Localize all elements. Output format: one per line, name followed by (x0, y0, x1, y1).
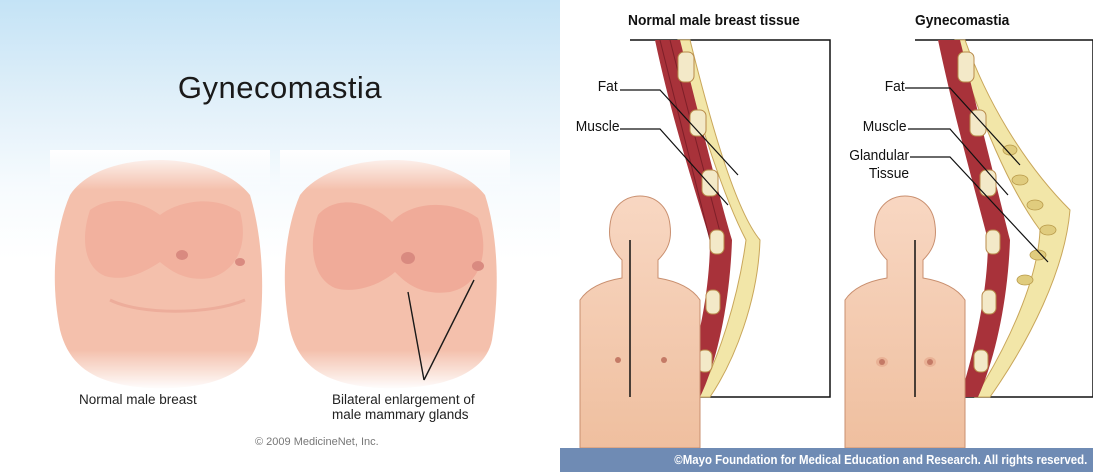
cross-section-illustrations (560, 0, 1093, 472)
normal-cross-section (580, 40, 830, 448)
normal-torso-figure (50, 150, 270, 390)
caption-normal-breast: Normal male breast (79, 392, 197, 407)
caption-bilateral-line2: male mammary glands (332, 407, 475, 422)
label-fat-gynecomastia: Fat (885, 78, 905, 96)
label-glandular-line1: Glandular (849, 147, 909, 165)
label-glandular-line2: Tissue (849, 165, 909, 183)
label-glandular-tissue: Glandular Tissue (849, 147, 909, 183)
label-fat-normal: Fat (598, 78, 618, 96)
gynecomastia-torso-figure (280, 150, 510, 390)
label-muscle-gynecomastia: Muscle (863, 118, 907, 136)
right-illustration-panel: Normal male breast tissue Gynecomastia F… (560, 0, 1093, 472)
gynecomastia-cross-section (845, 40, 1093, 448)
left-illustration-panel: Gynecomastia Normal male breast Bilatera… (0, 0, 560, 472)
mayo-copyright-text: ©Mayo Foundation for Medical Education a… (674, 448, 1087, 472)
mayo-copyright-bar: ©Mayo Foundation for Medical Education a… (560, 448, 1093, 472)
heading-gynecomastia: Gynecomastia (915, 12, 1009, 29)
caption-bilateral-enlargement: Bilateral enlargement of male mammary gl… (332, 392, 475, 422)
label-muscle-normal: Muscle (576, 118, 620, 136)
heading-normal-tissue: Normal male breast tissue (628, 12, 800, 29)
caption-bilateral-line1: Bilateral enlargement of (332, 392, 475, 407)
panel-title: Gynecomastia (0, 70, 560, 106)
medicinenet-copyright: © 2009 MedicineNet, Inc. (255, 436, 379, 448)
